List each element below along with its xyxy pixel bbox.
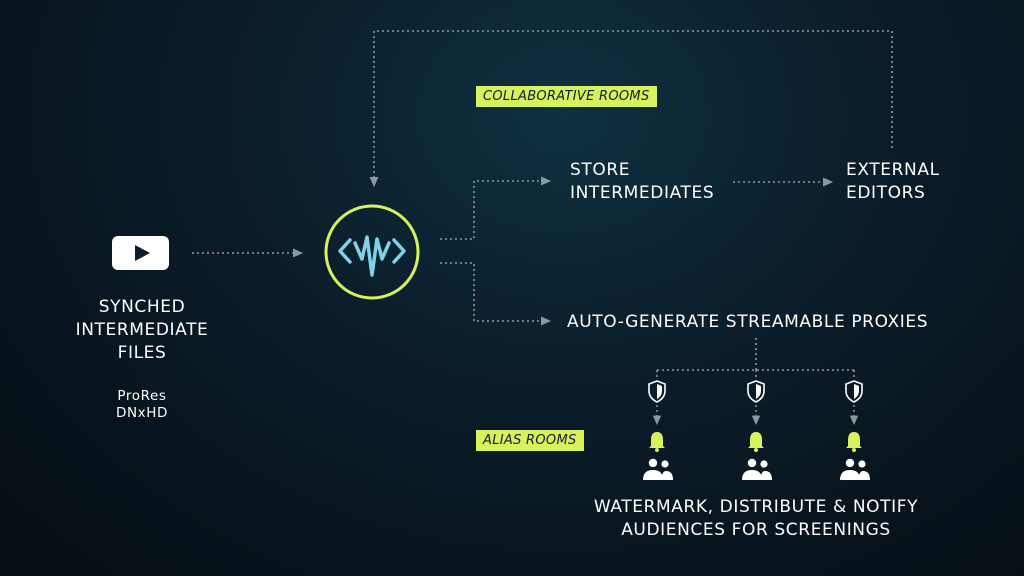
alias-rooms-tag: ALIAS ROOMS [476, 430, 584, 451]
connector-hub-to-proxies [440, 262, 552, 326]
connector-hub-to-store [440, 176, 552, 240]
connector-editors-to-hub [369, 30, 893, 188]
distribution-column [742, 380, 772, 480]
collaborative-rooms-tag: COLLABORATIVE ROOMS [476, 86, 657, 107]
format-item: DNxHD [115, 405, 169, 421]
play-video-icon [112, 236, 169, 270]
editors-line: EDITORS [846, 183, 926, 203]
editors-line: EXTERNAL [846, 160, 940, 180]
distribution-line: AUDIENCES FOR SCREENINGS [621, 520, 891, 540]
bell-icon [846, 432, 862, 452]
distribution-column [643, 380, 673, 480]
people-icon [840, 458, 870, 480]
people-icon [742, 458, 772, 480]
shield-icon [845, 380, 863, 403]
proxies-label: AUTO-GENERATE STREAMABLE PROXIES [567, 312, 929, 332]
store-intermediates-label: STORE INTERMEDIATES [570, 159, 714, 205]
distribution-column [840, 380, 870, 480]
source-title-line: INTERMEDIATE [75, 320, 209, 340]
store-line: INTERMEDIATES [570, 183, 715, 203]
bell-icon [649, 432, 665, 452]
format-item: ProRes [117, 388, 167, 404]
external-editors-label: EXTERNAL EDITORS [846, 159, 940, 205]
distribution-label: WATERMARK, DISTRIBUTE & NOTIFY AUDIENCES… [556, 496, 956, 542]
source-title: SYNCHED INTERMEDIATE FILES [60, 296, 224, 365]
store-line: STORE [570, 160, 631, 180]
source-title-line: FILES [117, 343, 167, 363]
shield-icon [747, 380, 765, 403]
distribution-line: WATERMARK, DISTRIBUTE & NOTIFY [593, 497, 919, 517]
source-title-line: SYNCHED [98, 297, 186, 317]
shield-icon [648, 380, 666, 403]
people-icon [643, 458, 673, 480]
source-formats: ProRes DNxHD [60, 388, 224, 422]
bell-icon [748, 432, 764, 452]
waveform-logo-icon [324, 204, 420, 300]
